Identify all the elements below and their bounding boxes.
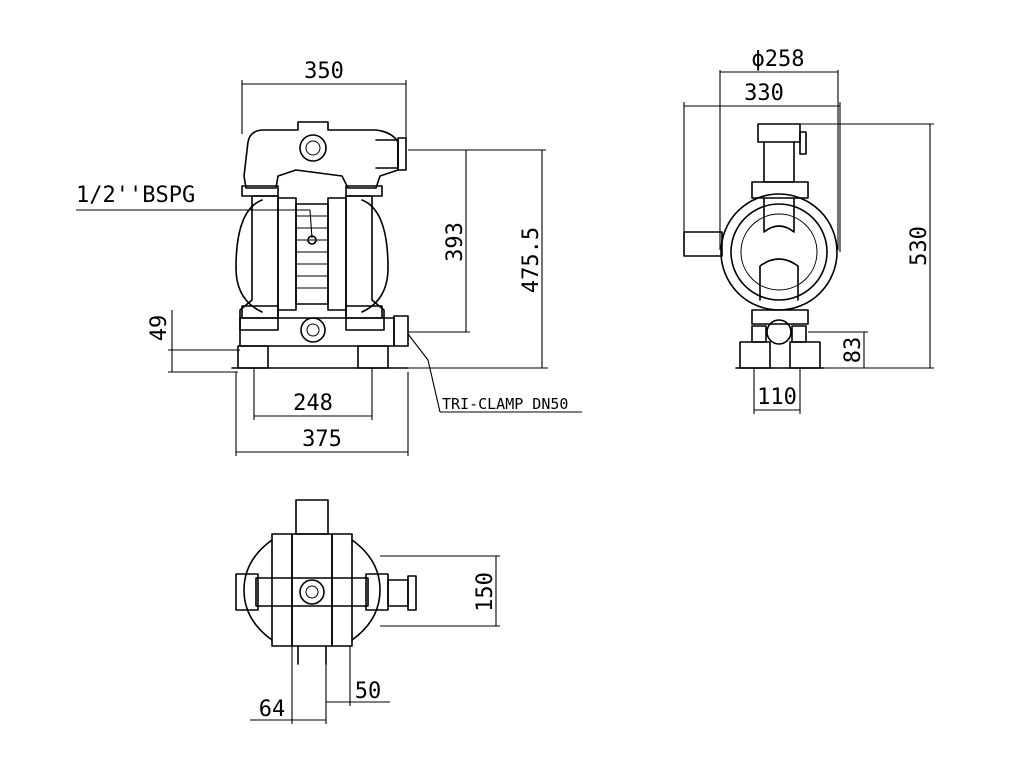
dim-top-offset-left: 64 (259, 697, 286, 722)
dim-outlet-height: 393 (443, 222, 468, 262)
dim-side-width: 330 (744, 81, 784, 106)
dim-top-depth: 150 (473, 572, 498, 612)
dim-overall-height: 475.5 (519, 227, 544, 293)
air-port-label: 1/2''BSPG (76, 183, 195, 208)
dim-front-width-top: 350 (304, 59, 344, 84)
connection-label: TRI-CLAMP DN50 (442, 395, 568, 413)
dim-inlet-height: 49 (147, 315, 172, 342)
front-view: 350 1/2''BSPG 393 475.5 49 TRI-CLAMP DN5… (76, 59, 582, 456)
dim-side-base-width: 110 (757, 385, 797, 410)
dim-side-diameter: ϕ258 (752, 47, 805, 72)
dim-foot-span: 248 (293, 391, 333, 416)
dim-side-base-height: 83 (841, 337, 866, 364)
dim-side-height: 530 (907, 226, 932, 266)
center-hatching (296, 215, 328, 289)
dim-front-width-bottom: 375 (302, 427, 342, 452)
top-view: 150 64 50 (235, 499, 500, 724)
dim-top-offset-right: 50 (355, 679, 382, 704)
side-view: ϕ258 330 530 83 110 (683, 47, 934, 414)
